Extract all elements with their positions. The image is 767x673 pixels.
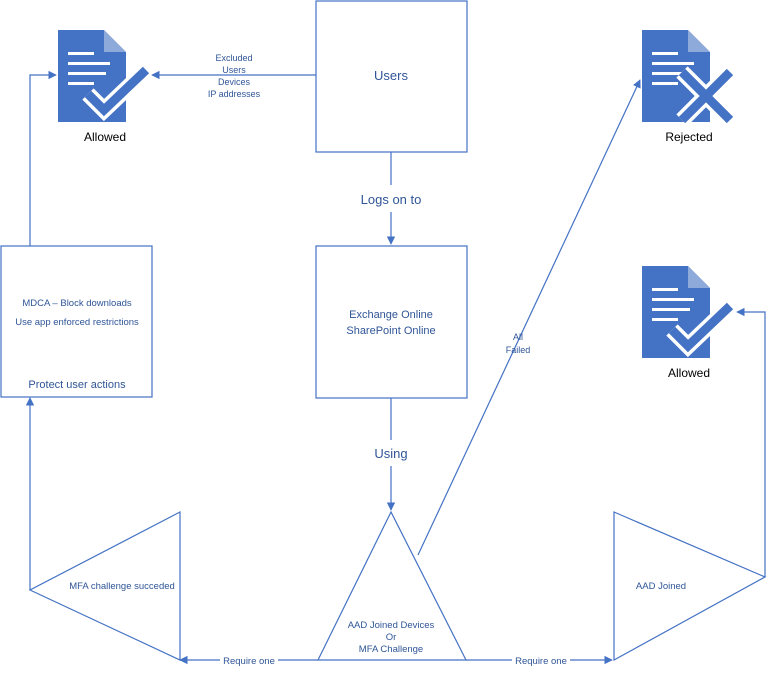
document-check-icon (58, 30, 152, 122)
left-triangle (28, 511, 181, 661)
center-triangle (317, 510, 467, 661)
left-triangle-label: MFA challenge succeded (69, 581, 175, 592)
allowed-top-label: Allowed (84, 130, 126, 144)
rejected-label: Rejected (665, 130, 712, 144)
excluded-line2: Users (222, 65, 246, 75)
excluded-line3: Devices (218, 77, 251, 87)
allowed-right-label: Allowed (668, 366, 710, 380)
protect-to-allowed-arrow (29, 70, 57, 246)
right-triangle-label: AAD Joined (636, 581, 686, 592)
require-left-label: Require one (223, 656, 275, 667)
center-triangle-line2: Or (386, 632, 397, 643)
connectors (25, 70, 766, 665)
all-failed-arrow (417, 79, 641, 556)
require-right-label: Require one (515, 656, 567, 667)
all-failed-line2: Failed (506, 345, 531, 355)
using-label: Using (374, 446, 407, 461)
services-line2: SharePoint Online (346, 325, 435, 337)
document-x-icon (642, 30, 736, 126)
center-triangle-line1: AAD Joined Devices (348, 620, 435, 631)
right-triangle (613, 511, 767, 662)
logs-on-label: Logs on to (361, 192, 422, 207)
protect-footer: Protect user actions (28, 379, 126, 391)
users-box (315, 0, 468, 153)
protect-line2: Use app enforced restrictions (15, 317, 139, 328)
protect-box (0, 245, 153, 398)
protect-line1: MDCA – Block downloads (22, 298, 132, 309)
aad-to-allowed-arrow (736, 307, 766, 577)
center-triangle-line3: MFA Challenge (359, 644, 423, 655)
excluded-line4: IP addresses (208, 89, 261, 99)
services-line1: Exchange Online (349, 309, 433, 321)
excluded-line1: Excluded (215, 53, 252, 63)
users-label: Users (374, 68, 408, 83)
services-box (315, 245, 468, 399)
all-failed-line1: All (513, 332, 523, 342)
document-check-icon (642, 266, 736, 358)
